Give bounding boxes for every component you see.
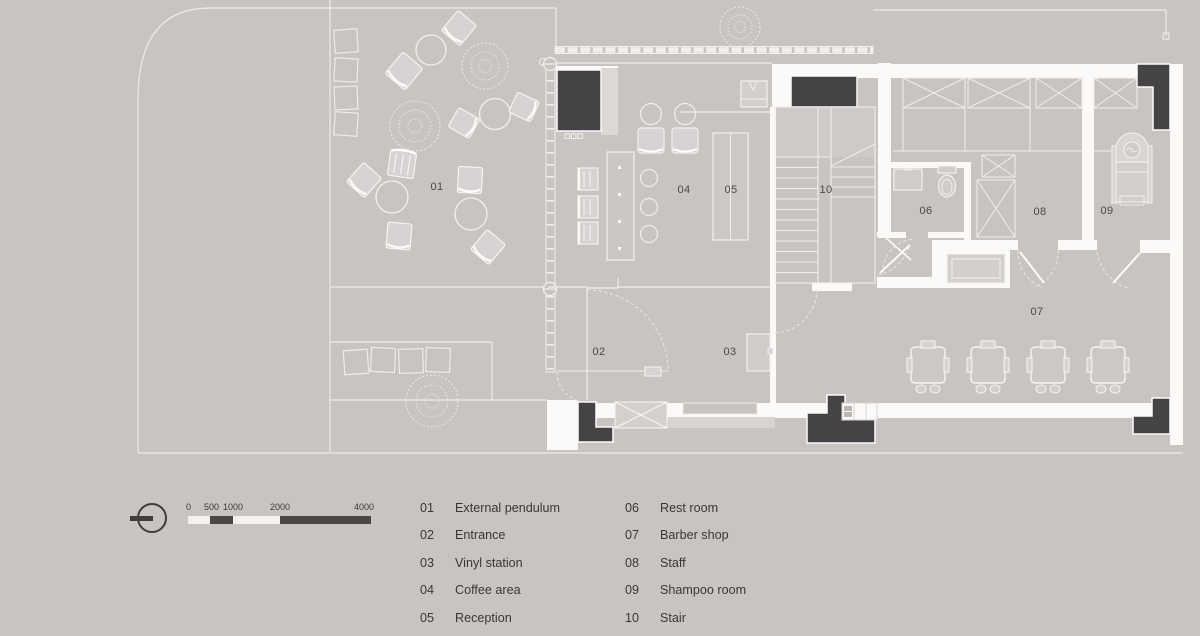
waiting-bench	[946, 253, 1006, 284]
crate-box	[614, 401, 668, 429]
entrance-elements	[548, 278, 773, 400]
legend-label: Shampoo room	[660, 583, 747, 598]
terrace-outline-seats	[333, 28, 452, 376]
legend-label: Vinyl station	[455, 555, 523, 570]
room-number-05: 05	[724, 184, 738, 196]
legend-label: Stair	[660, 610, 686, 625]
wardrobes	[893, 77, 1138, 238]
scale-segment	[280, 516, 371, 524]
shampoo-chair	[1111, 132, 1153, 206]
scale-tick: 0	[186, 502, 192, 512]
restroom-fixtures	[893, 164, 957, 198]
west-facade-strip	[542, 56, 558, 373]
barber-chair	[1086, 340, 1130, 394]
door-swings	[556, 238, 1129, 403]
vinyl-station	[746, 333, 774, 372]
legend-item: 06 Rest room	[625, 501, 746, 515]
tree-icon	[719, 6, 761, 48]
barber-chairs	[906, 340, 1130, 394]
legend-number: 01	[420, 501, 435, 515]
room-number-06: 06	[919, 205, 933, 217]
legend-label: Coffee area	[455, 583, 521, 598]
coffee-area	[577, 102, 699, 261]
legend-number: 09	[625, 583, 640, 598]
terrace-chairs	[346, 10, 540, 265]
legend-item: 09 Shampoo room	[625, 583, 746, 597]
scale-tick: 4000	[354, 502, 375, 512]
legend-column-2: 06 Rest room 07 Barber shop 08 Staff 09 …	[625, 501, 746, 625]
legend-number: 10	[625, 610, 640, 625]
legend-item: 01 External pendulum	[420, 501, 560, 515]
room-number-02: 02	[592, 346, 606, 358]
legend-column-1: 01 External pendulum 02 Entrance 03 Viny…	[420, 501, 560, 625]
entry-step	[668, 417, 775, 428]
legend-number: 05	[420, 610, 435, 625]
room-number-01: 01	[430, 181, 444, 193]
legend-item: 05 Reception	[420, 611, 560, 625]
legend-number: 06	[625, 501, 640, 515]
coffee-bar-counter	[606, 151, 635, 261]
legend-number: 02	[420, 528, 435, 543]
legend-label: Rest room	[660, 501, 719, 515]
legend-item: 08 Staff	[625, 556, 746, 570]
room-number-08: 08	[1033, 206, 1047, 218]
toilet-bowl	[937, 174, 957, 198]
room-number-09: 09	[1100, 205, 1114, 217]
south-wall-features	[614, 401, 878, 429]
scale-segment	[188, 516, 210, 524]
legend-label: Reception	[455, 610, 512, 625]
stair	[774, 106, 876, 284]
entry-pier-dots	[564, 133, 583, 139]
tree-icon	[405, 374, 459, 428]
room-number-07: 07	[1030, 306, 1044, 318]
legend-item: 02 Entrance	[420, 528, 560, 542]
scale-tick: 1000	[223, 502, 244, 512]
barber-chair	[1026, 340, 1070, 394]
sink	[893, 168, 923, 191]
legend-label: External pendulum	[455, 501, 561, 515]
scale-segment	[210, 516, 233, 524]
walls	[547, 63, 1183, 450]
scale-tick: 2000	[270, 502, 291, 512]
legend-item: 10 Stair	[625, 611, 746, 625]
door-leaves	[879, 236, 1141, 284]
terrace-furniture	[333, 10, 540, 376]
utility-fixture	[841, 402, 878, 421]
legend-item: 03 Vinyl station	[420, 556, 560, 570]
legend-item: 07 Barber shop	[625, 528, 746, 542]
structural-columns	[556, 63, 1171, 444]
legend-label: Barber shop	[660, 528, 729, 543]
legend-number: 03	[420, 555, 435, 570]
barber-chair	[966, 340, 1010, 394]
tree-icon	[461, 42, 509, 90]
reception	[712, 80, 768, 241]
fence-band	[539, 46, 874, 66]
legend-number: 07	[625, 528, 640, 543]
barber-chair	[906, 340, 950, 394]
room-number-10: 10	[819, 184, 833, 196]
legend-item: 04 Coffee area	[420, 583, 560, 597]
scale-tick: 500	[204, 502, 220, 512]
room-number-03: 03	[723, 346, 737, 358]
room-number-04: 04	[677, 184, 691, 196]
wall-chairs	[577, 167, 599, 245]
legend-label: Staff	[660, 555, 686, 570]
legend-number: 04	[420, 583, 435, 598]
legend-label: Entrance	[455, 528, 506, 543]
legend-number: 08	[625, 555, 640, 570]
coat-sink	[740, 80, 768, 108]
toilet-tank	[937, 165, 957, 174]
north-compass-bar	[130, 515, 153, 521]
mat	[682, 402, 758, 415]
scale-segment	[233, 516, 280, 524]
tree-icon	[389, 100, 441, 152]
tree-icons	[389, 6, 761, 428]
